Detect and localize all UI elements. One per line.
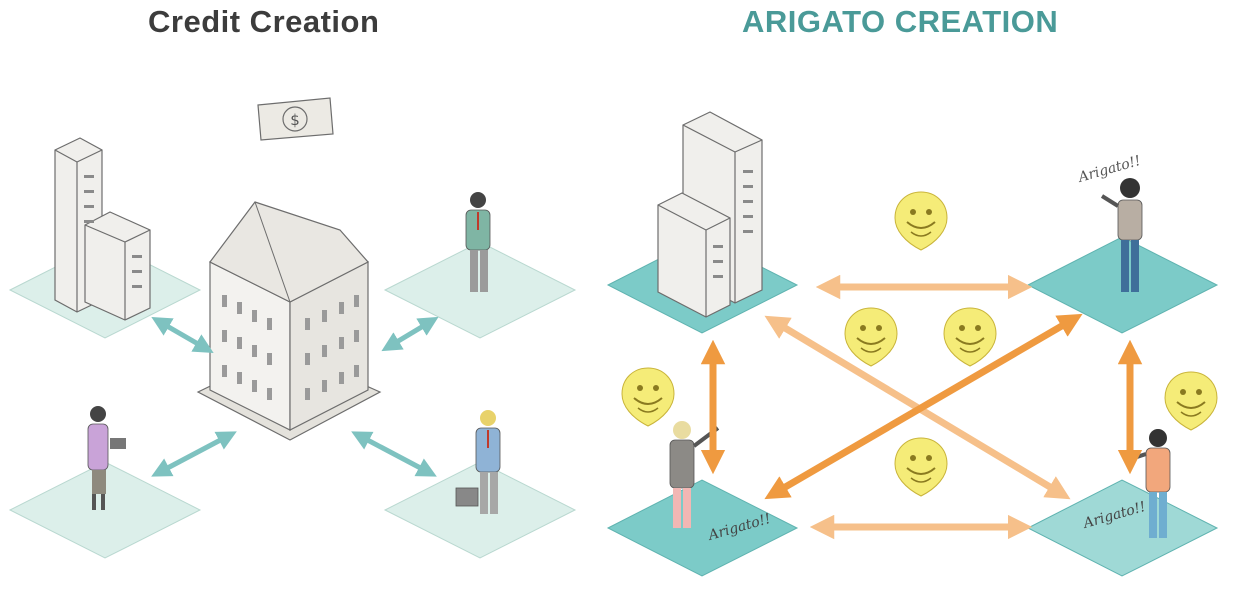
tile-bottom-right xyxy=(1026,479,1219,577)
businessman-with-briefcase-icon xyxy=(455,410,501,514)
arigato-creation-panel: ARIGATO CREATION xyxy=(600,0,1243,592)
credit-creation-panel: Credit Creation xyxy=(0,0,600,592)
tile-bottom-left xyxy=(606,479,799,577)
smiley-coin-icon xyxy=(1164,371,1218,431)
credit-creation-diagram: $ xyxy=(8,97,577,559)
bank-building-icon xyxy=(196,201,382,441)
smiley-coin-icon xyxy=(894,437,948,497)
dollar-bill-icon: $ xyxy=(257,97,334,141)
office-buildings-icon xyxy=(657,111,763,318)
arrow-businessman-bank xyxy=(351,431,437,477)
arrow-building-bank xyxy=(151,316,214,354)
arigato-creation-title: ARIGATO CREATION xyxy=(742,4,1059,39)
arigato-creation-diagram: Arigato!! Arigato!! Arigato!! xyxy=(606,111,1219,577)
smiley-coin-icon xyxy=(621,367,675,427)
woman-with-tablet-icon xyxy=(87,406,126,510)
smiley-coin-icon xyxy=(894,191,948,251)
arrow-man-bank xyxy=(381,316,439,352)
credit-creation-title: Credit Creation xyxy=(148,4,380,39)
svg-text:$: $ xyxy=(290,111,300,129)
office-buildings-icon xyxy=(54,137,151,321)
arrow-woman-bank xyxy=(151,431,237,477)
arrow-diagonal-up xyxy=(764,313,1083,500)
waving-person-icon xyxy=(1100,178,1143,292)
smiley-coin-icon xyxy=(844,307,898,367)
man-on-phone-icon xyxy=(465,192,491,292)
smiley-coin-icon xyxy=(943,307,997,367)
